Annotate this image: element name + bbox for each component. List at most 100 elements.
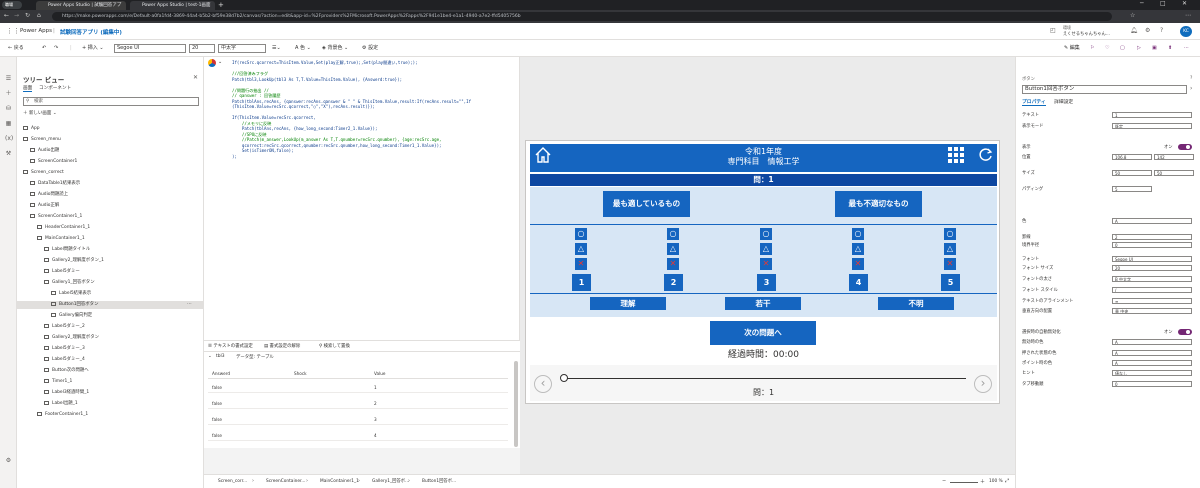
tree-node[interactable]: Button次の問題へ [44, 367, 89, 375]
tree-search-input[interactable]: ⚲ 検索 [23, 97, 199, 106]
zoom-in-icon[interactable]: ＋ [980, 479, 986, 485]
zoom-slider[interactable] [950, 482, 978, 483]
format-text-button[interactable]: ☰ テキストの書式設定 [208, 344, 253, 349]
maximize-icon[interactable]: □ [1160, 0, 1166, 7]
publish-icon[interactable]: ⬆ [1168, 45, 1173, 51]
environment-name[interactable]: えくせるちゃんちゃん... [1063, 32, 1110, 37]
notifications-icon[interactable]: 🔔︎ [1130, 27, 1138, 34]
tab-components[interactable]: コンポーネント [39, 86, 72, 91]
tree-node[interactable]: Button1回答ボタン [51, 301, 98, 309]
tree-node[interactable]: HeaderContainer1_1 [37, 224, 90, 232]
settings-rail-icon[interactable]: ⚙ [5, 457, 12, 464]
forward-icon[interactable]: → [14, 12, 20, 19]
property-value-field[interactable]: 5 [1112, 186, 1152, 192]
triangle-choice-button[interactable]: △ [667, 243, 679, 255]
fill-button[interactable]: ◈ 背景色 ⌄ [322, 45, 349, 51]
property-value-field[interactable]: 20 [1112, 265, 1192, 271]
url-field[interactable]: https://make.powerapps.com/e/Default-a0f… [52, 12, 1112, 21]
tree-node[interactable]: Label5ダミー_4 [44, 356, 85, 364]
save-icon[interactable]: ▣ [1152, 45, 1157, 51]
cross-choice-button[interactable]: ✕ [852, 258, 864, 270]
environment-icon[interactable]: ◰ [1050, 27, 1056, 34]
extensions-icon[interactable]: ☆ [1130, 12, 1136, 19]
prev-button[interactable]: ‹ [534, 375, 552, 393]
advanced-rail-icon[interactable]: ⚒ [5, 150, 12, 157]
next-arrow-button[interactable]: › [974, 375, 992, 393]
breadcrumb-item[interactable]: ScreenContainer... [266, 479, 306, 484]
cross-choice-button[interactable]: ✕ [575, 258, 587, 270]
control-name[interactable]: Button1回答ボタン [1022, 85, 1187, 94]
answer-number-button[interactable]: 3 [757, 274, 776, 291]
property-value-field[interactable]: A [1112, 360, 1192, 366]
insert-rail-icon[interactable]: ＋ [5, 90, 12, 97]
close-window-icon[interactable]: ✕ [1182, 0, 1188, 7]
autodisable-toggle[interactable] [1178, 329, 1192, 335]
breadcrumb-item[interactable]: MainContainer1_1 [320, 479, 359, 484]
property-value-field[interactable]: / [1112, 287, 1192, 293]
scrollbar[interactable] [514, 361, 518, 447]
waffle-icon[interactable]: ⋮⋮ [6, 27, 20, 35]
property-value-field[interactable]: 既定 [1112, 123, 1192, 129]
tree-node[interactable]: Audio問題読上 [30, 191, 68, 199]
cross-choice-button[interactable]: ✕ [760, 258, 772, 270]
tree-node[interactable]: Timer1_1 [44, 378, 72, 386]
property-value-field[interactable]: 垂 中央 [1112, 308, 1192, 314]
chevron-down-icon[interactable]: ⌄ [218, 59, 223, 65]
home-icon[interactable] [533, 145, 553, 165]
triangle-choice-button[interactable]: △ [575, 243, 587, 255]
checker-icon[interactable]: ♡ [1105, 45, 1110, 51]
browser-tab-1[interactable]: Power Apps Studio | 試験回答アプ [36, 1, 126, 10]
formula-editor[interactable]: ⌄ If(recSrc.qcorrect=ThisItem.Value,Set(… [204, 57, 520, 340]
property-value-field[interactable]: A [1112, 339, 1192, 345]
understanding-button[interactable]: 不明 [878, 297, 954, 310]
avatar[interactable]: KC [1180, 26, 1192, 37]
breadcrumb-item[interactable]: Screen_corr... [218, 479, 248, 484]
back-button[interactable]: ← 戻る [8, 45, 24, 51]
profile-badge[interactable]: 職場 [2, 1, 22, 9]
breadcrumb-item[interactable]: Button1回答ボ... [422, 479, 457, 484]
answer-number-button[interactable]: 5 [941, 274, 960, 291]
answer-number-button[interactable]: 1 [572, 274, 591, 291]
property-value-field[interactable]: 1 [1112, 112, 1192, 118]
visible-toggle[interactable] [1178, 144, 1192, 150]
home-icon[interactable]: ⌂ [37, 12, 41, 19]
undo-icon[interactable]: ↶ [42, 45, 47, 51]
font-select[interactable]: Segoe UI [114, 44, 186, 53]
tree-node[interactable]: Label5ダミー_3 [44, 345, 85, 353]
tree-node[interactable]: Gallery偏向判定 [51, 312, 92, 320]
triangle-choice-button[interactable]: △ [760, 243, 772, 255]
tree-node[interactable]: Label5ダミー [44, 268, 80, 276]
redo-icon[interactable]: ↷ [54, 45, 59, 51]
most-correct-button[interactable]: 最も適しているもの [603, 191, 690, 217]
tree-node[interactable]: Label3経過時間_1 [44, 389, 89, 397]
circle-choice-button[interactable]: ○ [944, 228, 956, 240]
tree-close-icon[interactable]: ✕ [193, 74, 199, 81]
clear-format-button[interactable]: ▤ 書式設定の解除 [264, 344, 301, 349]
insert-button[interactable]: + 挿入 ⌄ [82, 45, 104, 51]
circle-choice-button[interactable]: ○ [760, 228, 772, 240]
menu-icon[interactable]: ⋯ [1185, 12, 1191, 19]
data-rail-icon[interactable]: ⛁ [5, 105, 12, 112]
breadcrumb-item[interactable]: Gallery1_回答ボ... [372, 479, 410, 484]
property-value-field[interactable]: B 中太字 [1112, 276, 1192, 282]
tree-node[interactable]: Label5ダミー_2 [44, 323, 85, 331]
tree-node[interactable]: Label出題_1 [44, 400, 78, 408]
zoom-out-icon[interactable]: − [942, 478, 947, 484]
property-value-field[interactable]: Segoe UI [1112, 256, 1192, 262]
more-options-icon[interactable]: ⋯ [187, 301, 192, 307]
tree-node[interactable]: ScreenContainer1 [30, 158, 77, 166]
tree-node[interactable]: App [23, 125, 40, 133]
overflow-icon[interactable]: ⋯ [1184, 45, 1189, 51]
property-value-field[interactable]: A [1112, 218, 1192, 224]
tree-node[interactable]: Screen_menu [23, 136, 61, 144]
tree-node[interactable]: Screen_correct [23, 169, 64, 177]
help-icon[interactable]: ? [1160, 27, 1164, 34]
collapse-icon[interactable]: ⌄ [208, 354, 212, 359]
answer-number-button[interactable]: 2 [664, 274, 683, 291]
settings-button[interactable]: ⚙ 設定 [362, 45, 379, 51]
property-value-field[interactable]: ≡ [1112, 298, 1192, 304]
tree-node[interactable]: Label問題タイトル [44, 246, 90, 254]
understanding-button[interactable]: 理解 [590, 297, 666, 310]
circle-choice-button[interactable]: ○ [852, 228, 864, 240]
tree-node[interactable]: Audio正解 [30, 202, 59, 210]
